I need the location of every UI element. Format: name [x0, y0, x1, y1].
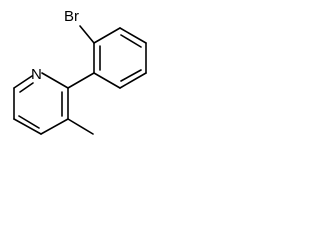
bond-b5-b6 — [119, 72, 147, 89]
bond-c6-n-inner — [19, 82, 34, 93]
pyridine-ring — [13, 72, 69, 135]
bond-biaryl — [67, 72, 95, 89]
bond-c3-c4 — [40, 118, 69, 135]
chemical-structure-diagram: Br N — [13, 8, 147, 135]
nitrogen-atom-label: N — [31, 66, 42, 83]
bond-b6-b1 — [93, 72, 121, 89]
bond-c4-c5-inner — [18, 115, 40, 129]
bond-c6-n — [13, 75, 33, 89]
bromine-atom-label: Br — [64, 8, 79, 25]
bond-br — [79, 25, 95, 44]
bond-c4-c5 — [13, 118, 42, 135]
bond-n-c2 — [41, 72, 69, 89]
bond-b2-b3 — [93, 27, 121, 44]
benzene-ring — [93, 27, 147, 89]
bond-b5-b6-inner — [120, 69, 142, 82]
bond-b3-b4 — [119, 27, 147, 44]
bond-b3-b4-inner — [120, 34, 142, 48]
bond-methyl — [67, 118, 94, 135]
